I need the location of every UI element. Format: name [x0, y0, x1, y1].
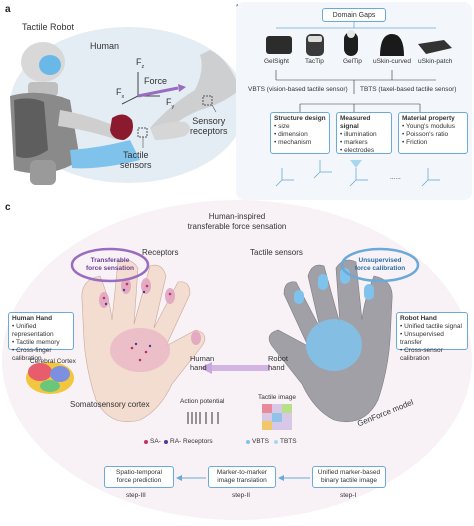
- robot-hand-title: Robot Hand: [400, 315, 437, 322]
- human-hand-item: • Tactile memory: [12, 339, 60, 346]
- human-hand-item: • Unified representation: [12, 323, 54, 338]
- material-property-title: Material property: [402, 115, 455, 122]
- fz-label: Fz: [136, 57, 145, 70]
- step1-box: Unified marker-based binary tactile imag…: [312, 466, 386, 488]
- legend-ra: RA- Receptors: [170, 438, 213, 445]
- legend-tbts: TBTS: [280, 438, 297, 445]
- step1-label: step-I: [340, 492, 357, 499]
- robot-hand-arrow-label: Robot hand: [268, 354, 289, 372]
- material-item: • Young's modulus: [402, 123, 456, 130]
- step3-box: Spatio-temporal force prediction: [104, 466, 174, 488]
- human-hand-item: • Cross-finger calibration: [12, 347, 52, 362]
- structure-item: • mechanism: [274, 139, 312, 146]
- sensor-label-tactip: TacTip: [305, 58, 324, 65]
- tbts-label: TBTS (taxel-based tactile sensor): [360, 86, 457, 93]
- signal-item: • illumination: [340, 131, 377, 138]
- human-hand-box: Human Hand • Unified representation • Ta…: [8, 312, 74, 362]
- sensor-label-uskin-curved: uSkin-curved: [373, 58, 411, 65]
- structure-item: • size: [274, 123, 290, 130]
- panel-c-title: Human-inspired transferable force sensat…: [187, 212, 287, 231]
- tactile-image-label: Tactile image: [258, 394, 296, 401]
- robot-hand-item: • Unsupervised transfer: [400, 331, 444, 346]
- measured-signal-title: Measured signal: [340, 115, 371, 130]
- structure-design-title: Structure design: [274, 115, 326, 122]
- unsupervised-force-label: Unsupervised force calibration: [354, 257, 406, 272]
- sensor-label-uskin-patch: uSkin-patch: [418, 58, 453, 65]
- material-property-box: Material property • Young's modulus • Po…: [398, 112, 468, 154]
- structure-item: • dimension: [274, 131, 308, 138]
- step2-box: Marker-to-marker image translation: [208, 466, 276, 488]
- material-item: • Friction: [402, 139, 428, 146]
- panel-a-letter: a: [5, 4, 11, 15]
- legend-vbts: VBTS: [252, 438, 269, 445]
- fy-label: Fy: [166, 97, 175, 110]
- tactile-robot-label: Tactile Robot: [22, 22, 75, 32]
- robot-hand-item: • Cross-sensor calibration: [400, 347, 443, 362]
- sensor-label-gelsight: GelSight: [264, 58, 289, 65]
- signal-item: • electrodes: [340, 147, 375, 154]
- vbts-label: VBTS (vision-based tactile sensor): [248, 86, 348, 93]
- panel-c-letter: c: [5, 202, 11, 213]
- robot-hand-item: • Unified tactile signal: [400, 323, 462, 330]
- fx-label: Fx: [116, 87, 125, 100]
- cerebral-cortex-label: Cerebral Cortex: [30, 358, 76, 365]
- sensor-label-geltip: GelTip: [343, 58, 362, 65]
- human-hand-title: Human Hand: [12, 315, 53, 322]
- measured-signal-box: Measured signal • illumination • markers…: [336, 112, 392, 154]
- structure-design-box: Structure design • size • dimension • me…: [270, 112, 330, 154]
- robot-hand-box: Robot Hand • Unified tactile signal • Un…: [396, 312, 468, 362]
- somatosensory-cortex-label: Somatosensory cortex: [70, 400, 150, 409]
- legend-sa: SA-: [150, 438, 161, 445]
- step3-label: step-III: [126, 492, 146, 499]
- receptors-label: Receptors: [142, 248, 179, 257]
- domain-gaps-box: Domain Gaps: [322, 8, 386, 22]
- tactile-sensors-label-c: Tactile sensors: [250, 248, 303, 257]
- human-hand-arrow-label: Human hand: [190, 354, 215, 372]
- action-potential-label: Action potential: [180, 398, 225, 405]
- force-label: Force: [144, 76, 168, 86]
- transferable-force-label: Transferable force sensation: [85, 257, 135, 272]
- step2-label: step-II: [232, 492, 251, 499]
- signal-item: • markers: [340, 139, 368, 146]
- material-item: • Poisson's ratio: [402, 131, 449, 138]
- ellipsis-label: ......: [390, 174, 401, 181]
- human-label: Human: [90, 41, 120, 51]
